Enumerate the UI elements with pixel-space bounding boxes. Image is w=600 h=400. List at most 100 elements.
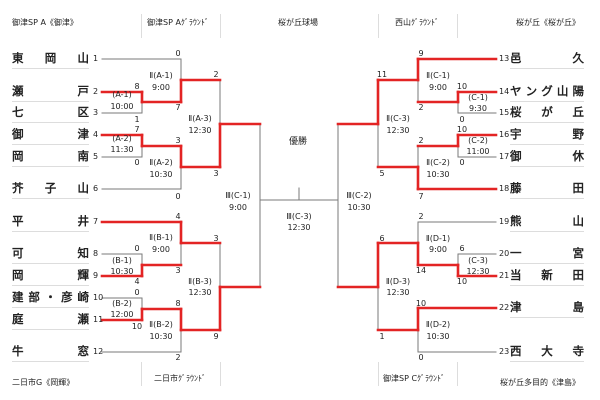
divider bbox=[457, 362, 458, 386]
game-label: Ⅱ(B-1) bbox=[149, 233, 173, 242]
game-label: (A-2) bbox=[112, 134, 132, 143]
score-top: 2 bbox=[213, 70, 218, 79]
team-name: 藤田 bbox=[510, 178, 584, 199]
score-top: 2 bbox=[418, 136, 423, 145]
score-bottom: 5 bbox=[379, 169, 384, 178]
footer-venue-c-ground: 御津SP Cｸﾞﾗｳﾝﾄﾞ bbox=[383, 374, 446, 383]
team-name: 御休 bbox=[510, 146, 584, 167]
score-top: 4 bbox=[175, 212, 180, 221]
seed-number: 4 bbox=[93, 130, 99, 139]
team-name: 芥子山 bbox=[12, 178, 89, 199]
game-time: 12:30 bbox=[287, 223, 310, 232]
score-bottom: 0 bbox=[418, 353, 423, 362]
team-name: 津島 bbox=[510, 297, 584, 318]
game-label: Ⅱ(D-2) bbox=[426, 320, 450, 329]
seed-number: 15 bbox=[499, 108, 510, 117]
score-top: 10 bbox=[416, 299, 426, 308]
score-bottom: 0 bbox=[459, 158, 464, 167]
seed-number: 12 bbox=[93, 347, 104, 356]
team-name: 熊山 bbox=[510, 211, 584, 232]
footer-venue-tajimoku: 桜が丘多目的《津島》 bbox=[500, 378, 580, 387]
footer-venue-futsukaichi-ground: 二日市ｸﾞﾗｳﾝﾄﾞ bbox=[154, 374, 206, 383]
seed-number: 5 bbox=[93, 152, 99, 161]
game-time: 10:30 bbox=[110, 267, 133, 276]
score-bottom: 0 bbox=[134, 158, 139, 167]
game-time: 9:00 bbox=[229, 203, 247, 212]
team-name: 東岡山 bbox=[12, 48, 89, 69]
game-label: (C-1) bbox=[468, 93, 488, 102]
score-bottom: 7 bbox=[175, 103, 180, 112]
game-time: 12:30 bbox=[188, 288, 211, 297]
game-time: 11:00 bbox=[466, 147, 489, 156]
score-top: 3 bbox=[175, 136, 180, 145]
game-label: Ⅱ(C-2) bbox=[426, 158, 450, 167]
score-top: 2 bbox=[418, 212, 423, 221]
game-label: Ⅱ(D-1) bbox=[426, 234, 450, 243]
game-time: 10:30 bbox=[426, 170, 449, 179]
footer-venue-futsukaichi: 二日市G《岡輝》 bbox=[12, 378, 75, 387]
game-time: 11:30 bbox=[110, 145, 133, 154]
game-label: (C-2) bbox=[468, 136, 488, 145]
game-time: 12:00 bbox=[110, 310, 133, 319]
game-time: 12:30 bbox=[466, 267, 489, 276]
score-top: 8 bbox=[134, 82, 139, 91]
team-name: 瀬戸 bbox=[12, 81, 89, 102]
team-name: 牛窓 bbox=[12, 341, 89, 362]
seed-number: 19 bbox=[499, 217, 510, 226]
game-label: Ⅱ(C-3) bbox=[386, 114, 410, 123]
divider bbox=[378, 14, 379, 38]
header-venue-final: 桜が丘球場 bbox=[278, 18, 318, 27]
seed-number: 2 bbox=[93, 87, 99, 96]
divider bbox=[220, 362, 221, 386]
score-top: 9 bbox=[418, 49, 423, 58]
score-bottom: 0 bbox=[175, 192, 180, 201]
score-bottom: 2 bbox=[175, 353, 180, 362]
score-bottom: 0 bbox=[459, 115, 464, 124]
score-top: 3 bbox=[213, 234, 218, 243]
score-bottom: 2 bbox=[418, 103, 423, 112]
game-time: 10:30 bbox=[347, 203, 370, 212]
score-bottom: 7 bbox=[418, 192, 423, 201]
team-name: 岡南 bbox=[12, 146, 89, 167]
score-top: 8 bbox=[175, 299, 180, 308]
seed-number: 14 bbox=[499, 87, 510, 96]
game-label: Ⅱ(A-3) bbox=[188, 114, 211, 123]
game-label: (B-2) bbox=[112, 299, 132, 308]
game-label: Ⅱ(B-2) bbox=[149, 320, 173, 329]
game-time: 10:30 bbox=[149, 170, 172, 179]
header-venue-a-ground: 御津SP Aｸﾞﾗｳﾝﾄﾞ bbox=[147, 18, 209, 27]
score-top: 6 bbox=[379, 234, 384, 243]
score-top: 10 bbox=[457, 82, 467, 91]
game-label: Ⅲ(C-3) bbox=[286, 212, 311, 221]
game-time: 12:30 bbox=[386, 288, 409, 297]
game-label: Ⅱ(A-2) bbox=[149, 158, 172, 167]
team-name: 庭瀬 bbox=[12, 309, 89, 330]
team-name: 邑久 bbox=[510, 48, 584, 69]
team-name: 西大寺 bbox=[510, 341, 584, 362]
game-label: (C-3) bbox=[468, 256, 488, 265]
game-label: Ⅲ(C-2) bbox=[346, 191, 371, 200]
game-time: 10:00 bbox=[110, 102, 133, 111]
champion-label: 優勝 bbox=[289, 135, 307, 147]
game-time: 9:00 bbox=[429, 83, 447, 92]
team-name: ヤング山陽 bbox=[510, 81, 584, 102]
game-label: Ⅱ(B-3) bbox=[188, 277, 212, 286]
seed-number: 9 bbox=[93, 271, 99, 280]
team-name: 可知 bbox=[12, 243, 89, 264]
game-label: Ⅱ(C-1) bbox=[426, 71, 450, 80]
seed-number: 1 bbox=[93, 54, 99, 63]
game-time: 12:30 bbox=[386, 126, 409, 135]
score-top: 10 bbox=[457, 125, 467, 134]
seed-number: 10 bbox=[93, 293, 104, 302]
game-label: (B-1) bbox=[112, 256, 132, 265]
seed-number: 18 bbox=[499, 184, 510, 193]
divider bbox=[457, 14, 458, 38]
seed-number: 8 bbox=[93, 249, 99, 258]
team-name: 一宮 bbox=[510, 243, 584, 264]
game-time: 9:00 bbox=[152, 83, 170, 92]
team-name: 当新田 bbox=[510, 265, 584, 286]
team-name: 七区 bbox=[12, 102, 89, 123]
score-bottom: 1 bbox=[134, 115, 139, 124]
score-bottom: 9 bbox=[213, 332, 218, 341]
